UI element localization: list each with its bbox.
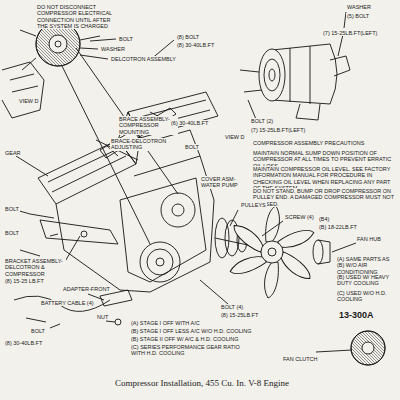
part-label: (B) STAGE II OFF W/ A/C & H.D. COOLING [130,336,239,342]
part-label: NUT [96,314,109,320]
part-label: FAN CLUTCH [282,356,319,362]
part-label: (8) BOLT [176,34,200,40]
part-label: (A) STAGE I OFF WITH A/C [130,320,201,326]
part-label: BOLT [30,328,46,334]
part-label: BOLT [4,230,20,236]
part-label: (8) 30-40LB.FT [4,340,43,346]
part-label: 13-300A [338,310,375,320]
part-label: BOLT [184,144,200,150]
part-label: ADAPTER-FRONT [62,286,111,292]
part-label: (7) 15-25LB.FT(LEFT) [250,127,306,133]
part-label: (8) 15-25LB.FT [220,312,259,318]
part-label: (7) 15-25LB.FT(LEFT) [322,30,384,36]
part-label: (B) 18-22LB.FT [318,224,358,230]
part-label: VIEW D [18,98,40,104]
part-label: DELCOTRON ASSEMBLY [110,56,177,62]
part-label: DO NOT DISCONNECT COMPRESSOR ELECTRICAL … [36,4,118,29]
part-label: (C) SERIES PERFORMANCE GEAR RATIO WITH H… [130,344,252,357]
part-label: BOLT [4,206,20,212]
part-label: (B4) [318,216,330,222]
part-label: (6) 30-40LB.FT [170,120,209,126]
part-label: WASHER [346,4,372,10]
part-label: COMPRESSOR ASSEMBLY PRECAUTIONS [252,140,365,146]
part-label: (5) BOLT [346,13,370,19]
part-label: PULLEYS [240,202,267,208]
part-label: (8) 30-40LB.FT [176,42,215,48]
part-label: SCREW (4) [284,214,315,220]
part-label: (B) USED W/ HEAVY DUTY COOLING [336,274,396,287]
part-label: (C) USED W/O H.D. COOLING [336,290,396,303]
part-label: DO NOT STAND, BUMP OR DROP COMPRESSOR ON… [252,188,396,207]
part-label: BOLT (4) [220,304,244,310]
part-label: (A) SAME PARTS AS (B) W/O AIR CONDITIONI… [336,256,396,275]
part-label: (8) 15-25 LB.FT [4,278,45,284]
part-label: BRACE ASSEMBLY- COMPRESSOR MOUNTING [118,116,178,135]
part-label: BRACE-DELCOTRON ADJUSTING [110,138,168,151]
part-label: VIEW D [224,134,246,140]
part-label: WASHER [100,46,126,52]
part-label: (B) STAGE I OFF LESS A/C W/O H.D. COOLIN… [130,328,253,334]
part-label: BOLT [118,36,134,42]
part-label: GEAR [4,150,22,156]
figure-caption: Compressor Installation, 455 Cu. In. V-8… [2,378,400,388]
part-label: BOLT (2) [250,118,274,124]
part-label: BATTERY CABLE (4) [40,300,95,306]
part-label: FAN HUB [356,236,382,242]
part-label: COVER ASM-WATER PUMP [200,176,244,189]
